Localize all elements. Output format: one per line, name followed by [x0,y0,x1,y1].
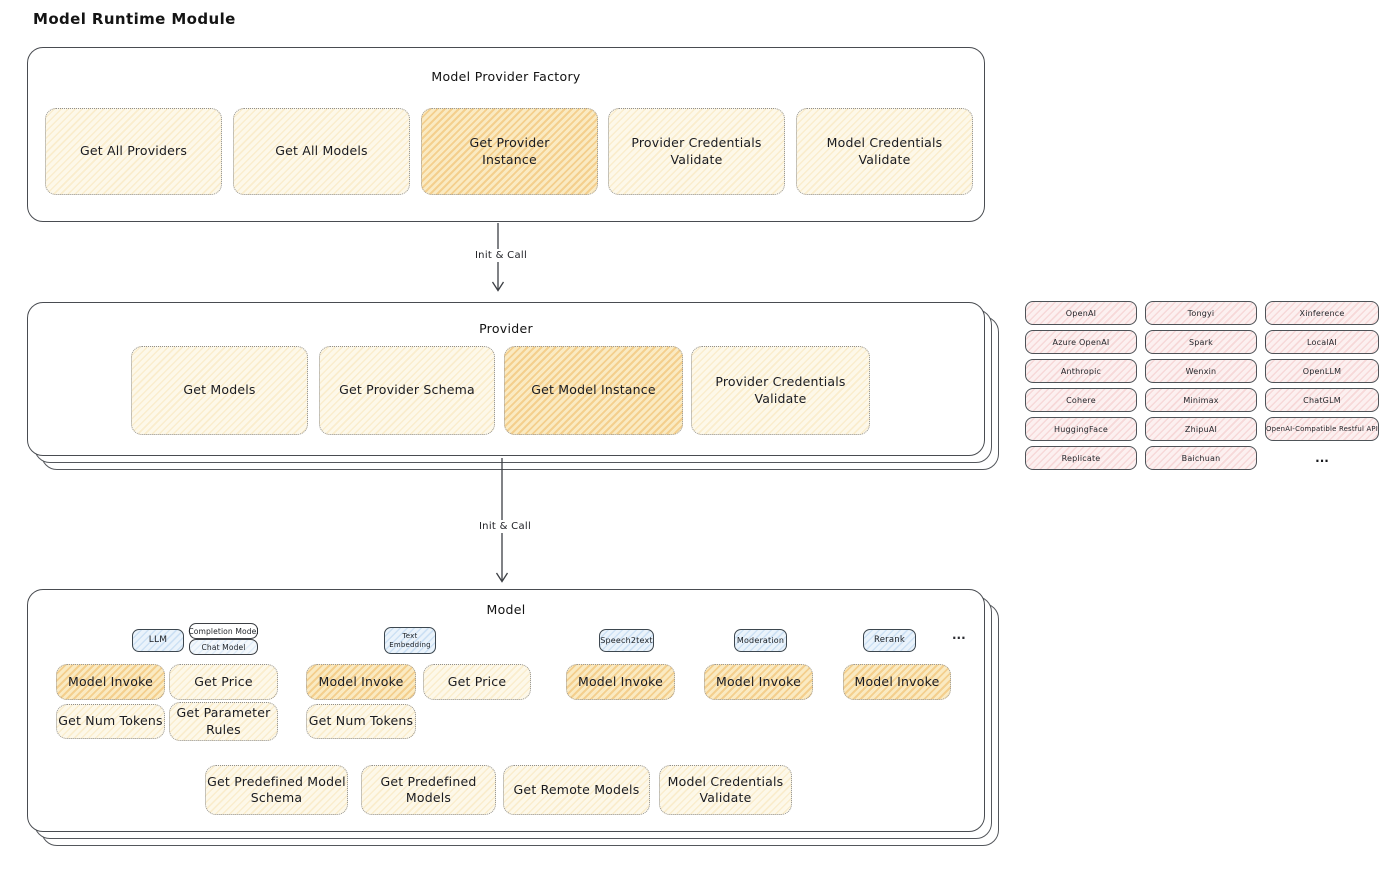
provider-chatglm: ChatGLM [1265,388,1379,412]
provider-panel: Provider Get Models Get Provider Schema … [27,302,985,456]
llm-get-parameter-rules-box: Get Parameter Rules [169,702,278,741]
get-provider-instance-box: Get Provider Instance [421,108,598,195]
provider-openai: OpenAI [1025,301,1137,325]
provider-xinference: Xinference [1265,301,1379,325]
get-model-instance-box: Get Model Instance [504,346,683,435]
get-remote-models-box: Get Remote Models [503,765,650,815]
provider-list: OpenAI Tongyi Xinference Azure OpenAI Sp… [1025,301,1379,470]
llm-get-num-tokens-box: Get Num Tokens [56,704,165,739]
tab-more: ... [952,628,966,642]
get-predefined-model-schema-box: Get Predefined Model Schema [205,765,348,815]
provider-spark: Spark [1145,330,1257,354]
tab-moderation: Moderation [734,629,787,652]
moderation-model-invoke-box: Model Invoke [704,664,813,700]
provider-anthropic: Anthropic [1025,359,1137,383]
init-call-arrow-2 [495,458,509,583]
rerank-model-invoke-box: Model Invoke [843,664,951,700]
model-credentials-validate-box-2: Model Credentials Validate [659,765,792,815]
provider-azure-openai: Azure OpenAI [1025,330,1137,354]
model-credentials-validate-box: Model Credentials Validate [796,108,973,195]
provider-baichuan: Baichuan [1145,446,1257,470]
provider-credentials-validate-box: Provider Credentials Validate [608,108,785,195]
model-title: Model [486,602,526,617]
provider-replicate: Replicate [1025,446,1137,470]
llm-get-price-box: Get Price [169,664,278,700]
tab-chat-model: Chat Model [189,639,258,655]
provider-huggingface: HuggingFace [1025,417,1137,441]
tab-text-embedding: Text Embedding [384,627,436,654]
init-call-label-1: Init & Call [466,249,536,262]
tab-llm: LLM [132,629,184,652]
speech2text-model-invoke-box: Model Invoke [566,664,675,700]
factory-title: Model Provider Factory [431,69,581,84]
page-title: Model Runtime Module [33,10,236,28]
model-panel: Model LLM Completion Model Chat Model Te… [27,589,985,832]
get-provider-schema-box: Get Provider Schema [319,346,495,435]
factory-panel: Model Provider Factory Get All Providers… [27,47,985,222]
provider-list-more: ... [1315,451,1329,465]
provider-localai: LocalAI [1265,330,1379,354]
provider-cohere: Cohere [1025,388,1137,412]
provider-openai-compatible: OpenAI-Compatible Restful API [1265,417,1379,441]
tab-completion-model: Completion Model [188,623,259,639]
embedding-get-num-tokens-box: Get Num Tokens [306,704,416,739]
get-all-providers-box: Get All Providers [45,108,222,195]
get-all-models-box: Get All Models [233,108,410,195]
tab-rerank: Rerank [863,629,916,652]
get-predefined-models-box: Get Predefined Models [361,765,496,815]
get-models-box: Get Models [131,346,308,435]
provider-credentials-validate-box-2: Provider Credentials Validate [691,346,870,435]
provider-wenxin: Wenxin [1145,359,1257,383]
provider-minimax: Minimax [1145,388,1257,412]
provider-openllm: OpenLLM [1265,359,1379,383]
tab-speech2text: Speech2text [599,629,654,652]
init-call-label-2: Init & Call [470,520,540,533]
embedding-get-price-box: Get Price [423,664,531,700]
provider-title: Provider [479,321,533,336]
llm-model-invoke-box: Model Invoke [56,664,165,700]
provider-tongyi: Tongyi [1145,301,1257,325]
embedding-model-invoke-box: Model Invoke [306,664,416,700]
provider-zhipuai: ZhipuAI [1145,417,1257,441]
